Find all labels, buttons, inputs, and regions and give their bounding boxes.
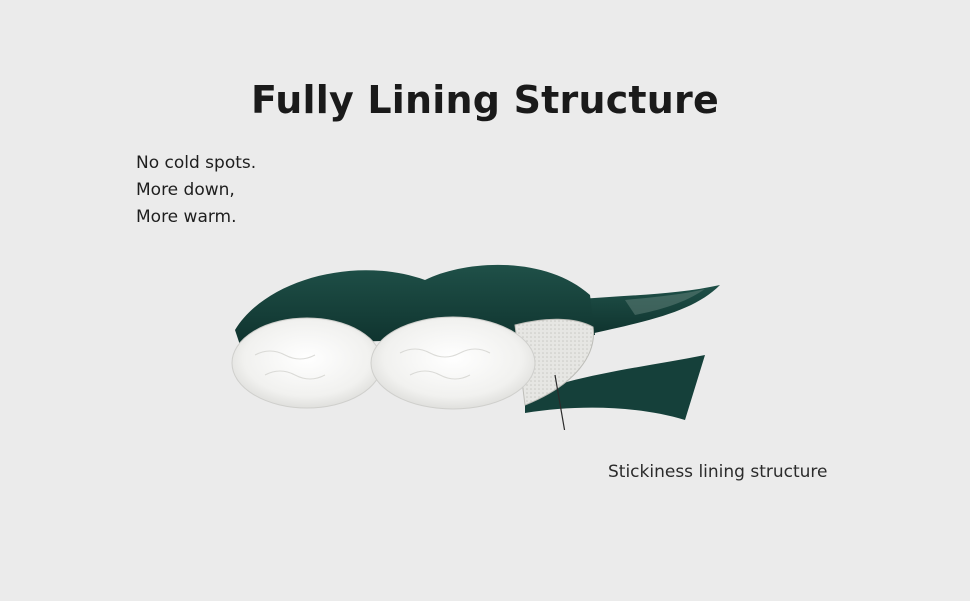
- callout-leader-line: [554, 374, 566, 430]
- feature-item: No cold spots.: [136, 153, 257, 173]
- lining-mesh: [514, 318, 594, 406]
- down-baffle-cross-section-illustration: [231, 264, 720, 430]
- feature-list: No cold spots. More down, More warm.: [136, 150, 256, 231]
- feature-item: More warm.: [136, 207, 237, 227]
- callout-label: Stickiness lining structure: [608, 462, 828, 482]
- down-chamber-left: [231, 317, 383, 409]
- lower-fabric-strip: [525, 355, 705, 420]
- page-title: Fully Lining Structure: [251, 78, 719, 122]
- down-chamber-right: [370, 316, 536, 410]
- feature-item: More down,: [136, 180, 235, 200]
